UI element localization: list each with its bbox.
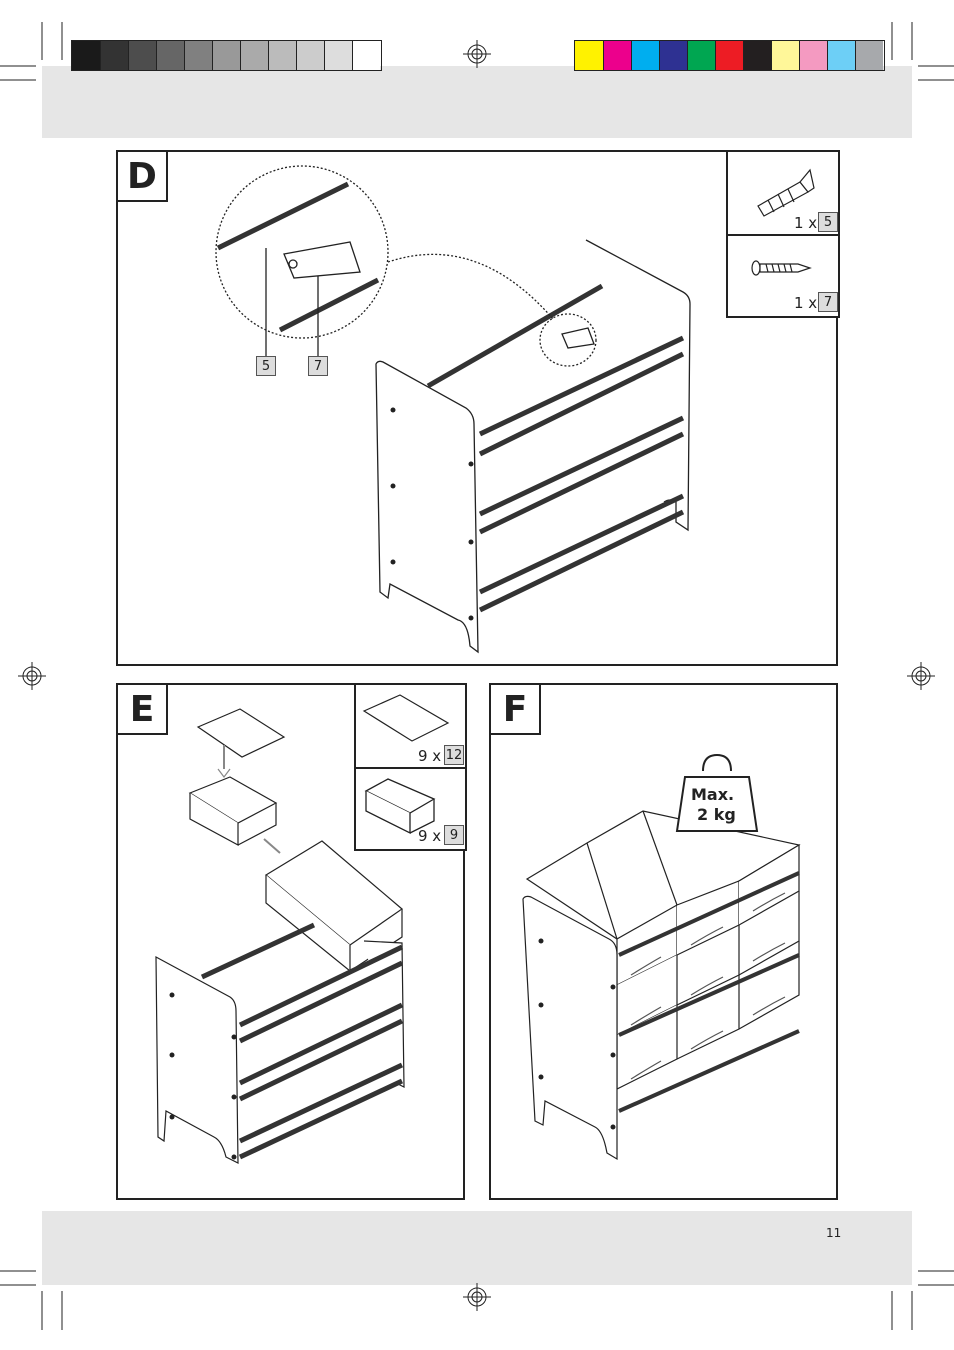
registration-target-right — [907, 662, 935, 690]
part-row-screw: 1 x 7 — [728, 236, 838, 316]
step-f-illustration — [491, 685, 840, 1202]
part-qty: 1 x — [794, 214, 817, 232]
page-number: 11 — [826, 1226, 841, 1240]
part-ref: 5 — [818, 212, 838, 232]
callout-7: 7 — [308, 356, 328, 376]
part-row-base-board: 9 x 12 — [356, 685, 465, 769]
part-qty: 9 x — [418, 827, 441, 845]
part-ref: 7 — [818, 292, 838, 312]
registration-target-bottom — [463, 1283, 491, 1311]
max-weight-line2: 2 kg — [697, 805, 736, 824]
part-row-fabric-box: 9 x 9 — [356, 769, 465, 849]
registration-target-left — [18, 662, 46, 690]
step-e-panel: E — [116, 683, 465, 1200]
part-qty: 1 x — [794, 294, 817, 312]
step-d-parts-inset: 1 x 5 1 x 7 — [726, 150, 840, 318]
callout-5: 5 — [256, 356, 276, 376]
max-weight-line1: Max. — [691, 785, 734, 804]
part-ref: 12 — [444, 745, 464, 765]
part-row-wall-plug: 1 x 5 — [728, 152, 838, 236]
step-f-panel: F — [489, 683, 838, 1200]
step-d-panel: D — [116, 150, 838, 666]
registration-target-top — [463, 40, 491, 68]
part-ref: 9 — [444, 825, 464, 845]
part-qty: 9 x — [418, 747, 441, 765]
step-e-parts-inset: 9 x 12 9 x 9 — [354, 683, 467, 851]
